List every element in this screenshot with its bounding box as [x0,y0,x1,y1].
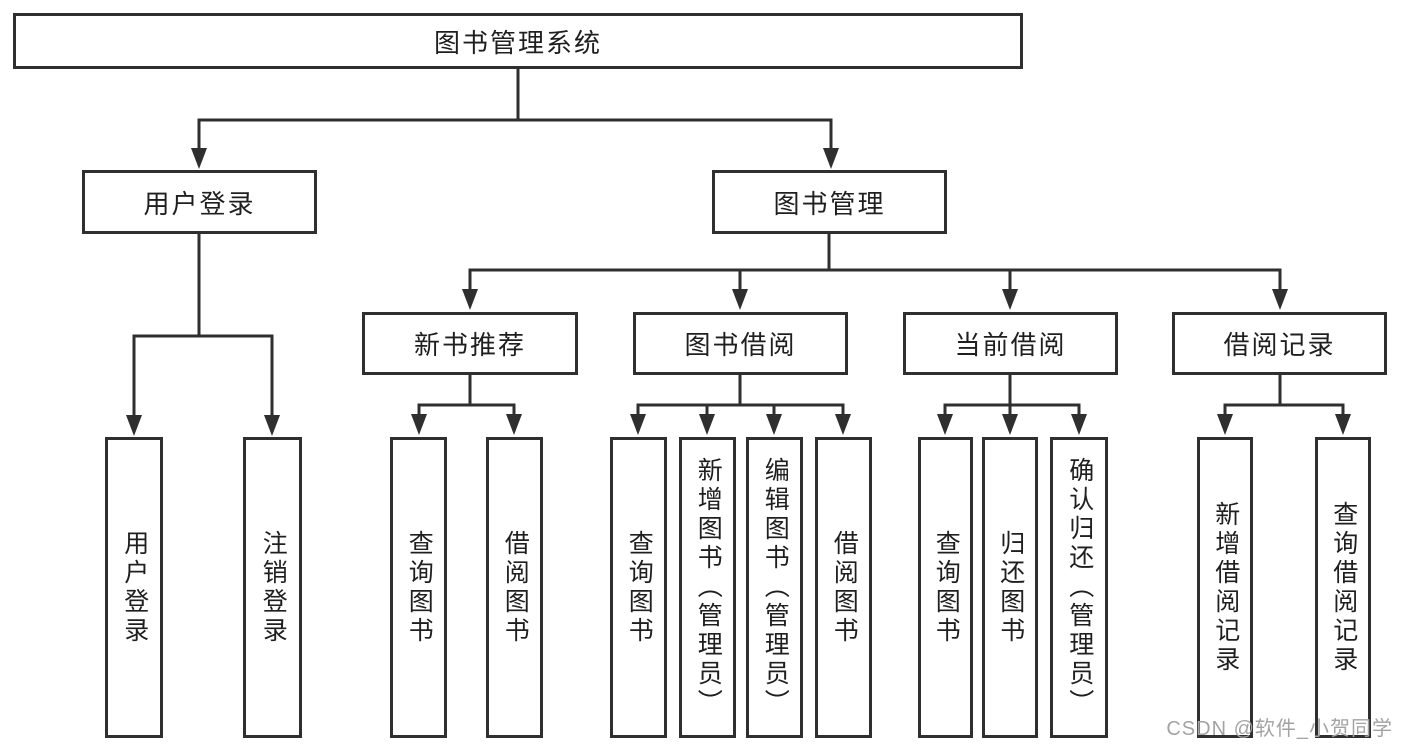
leaf-borrow-books-borrowing: 借阅图书 [815,437,872,738]
node-label: 注销登录 [259,529,288,646]
node-user-login: 用户登录 [82,170,317,234]
node-label: 查询图书 [405,529,434,646]
node-label: 新增图书（管理员） [694,457,723,718]
node-label: 新增借阅记录 [1211,500,1240,675]
node-label: 图书管理 [773,188,886,219]
leaf-query-books-current: 查询图书 [918,437,973,738]
node-label: 新书推荐 [413,330,526,360]
node-label: 查询图书 [932,529,961,646]
node-borrowing-records: 借阅记录 [1172,312,1387,375]
leaf-confirm-return-admin: 确认归还（管理员） [1050,437,1108,738]
leaf-user-login: 用户登录 [105,437,163,738]
watermark: CSDN @软件_小贺同学 [1166,718,1393,740]
node-label: 当前借阅 [954,330,1067,360]
node-label: 查询图书 [625,529,654,646]
leaf-borrow-books-recommend: 借阅图书 [486,437,543,738]
connector-path [132,69,1345,415]
leaf-return-books: 归还图书 [982,437,1038,738]
node-label: 图书管理系统 [433,27,602,58]
node-label: 归还图书 [996,529,1025,646]
node-label: 借阅图书 [830,529,859,646]
node-label: 用户登录 [120,529,149,646]
leaf-query-books-recommend: 查询图书 [390,437,447,738]
leaf-query-borrow-record: 查询借阅记录 [1315,437,1371,738]
leaf-logout: 注销登录 [243,437,302,738]
node-new-book-recommendation: 新书推荐 [362,312,578,375]
leaf-query-books-borrowing: 查询图书 [610,437,667,738]
leaf-add-books-admin: 新增图书（管理员） [679,437,736,738]
node-book-borrowing: 图书借阅 [633,312,848,375]
node-label: 确认归还（管理员） [1065,457,1094,718]
node-label: 借阅图书 [501,529,530,646]
node-label: 图书借阅 [684,330,797,360]
node-label: 编辑图书（管理员） [761,457,790,718]
leaf-edit-books-admin: 编辑图书（管理员） [746,437,803,738]
node-label: 用户登录 [143,188,256,219]
node-label: 查询借阅记录 [1329,500,1358,675]
leaf-add-borrow-record: 新增借阅记录 [1197,437,1253,738]
arrowheads [126,148,1351,436]
node-label: 借阅记录 [1223,330,1336,360]
node-library-management-system: 图书管理系统 [13,13,1023,69]
node-book-management: 图书管理 [712,170,947,234]
node-current-borrowing: 当前借阅 [903,312,1118,375]
